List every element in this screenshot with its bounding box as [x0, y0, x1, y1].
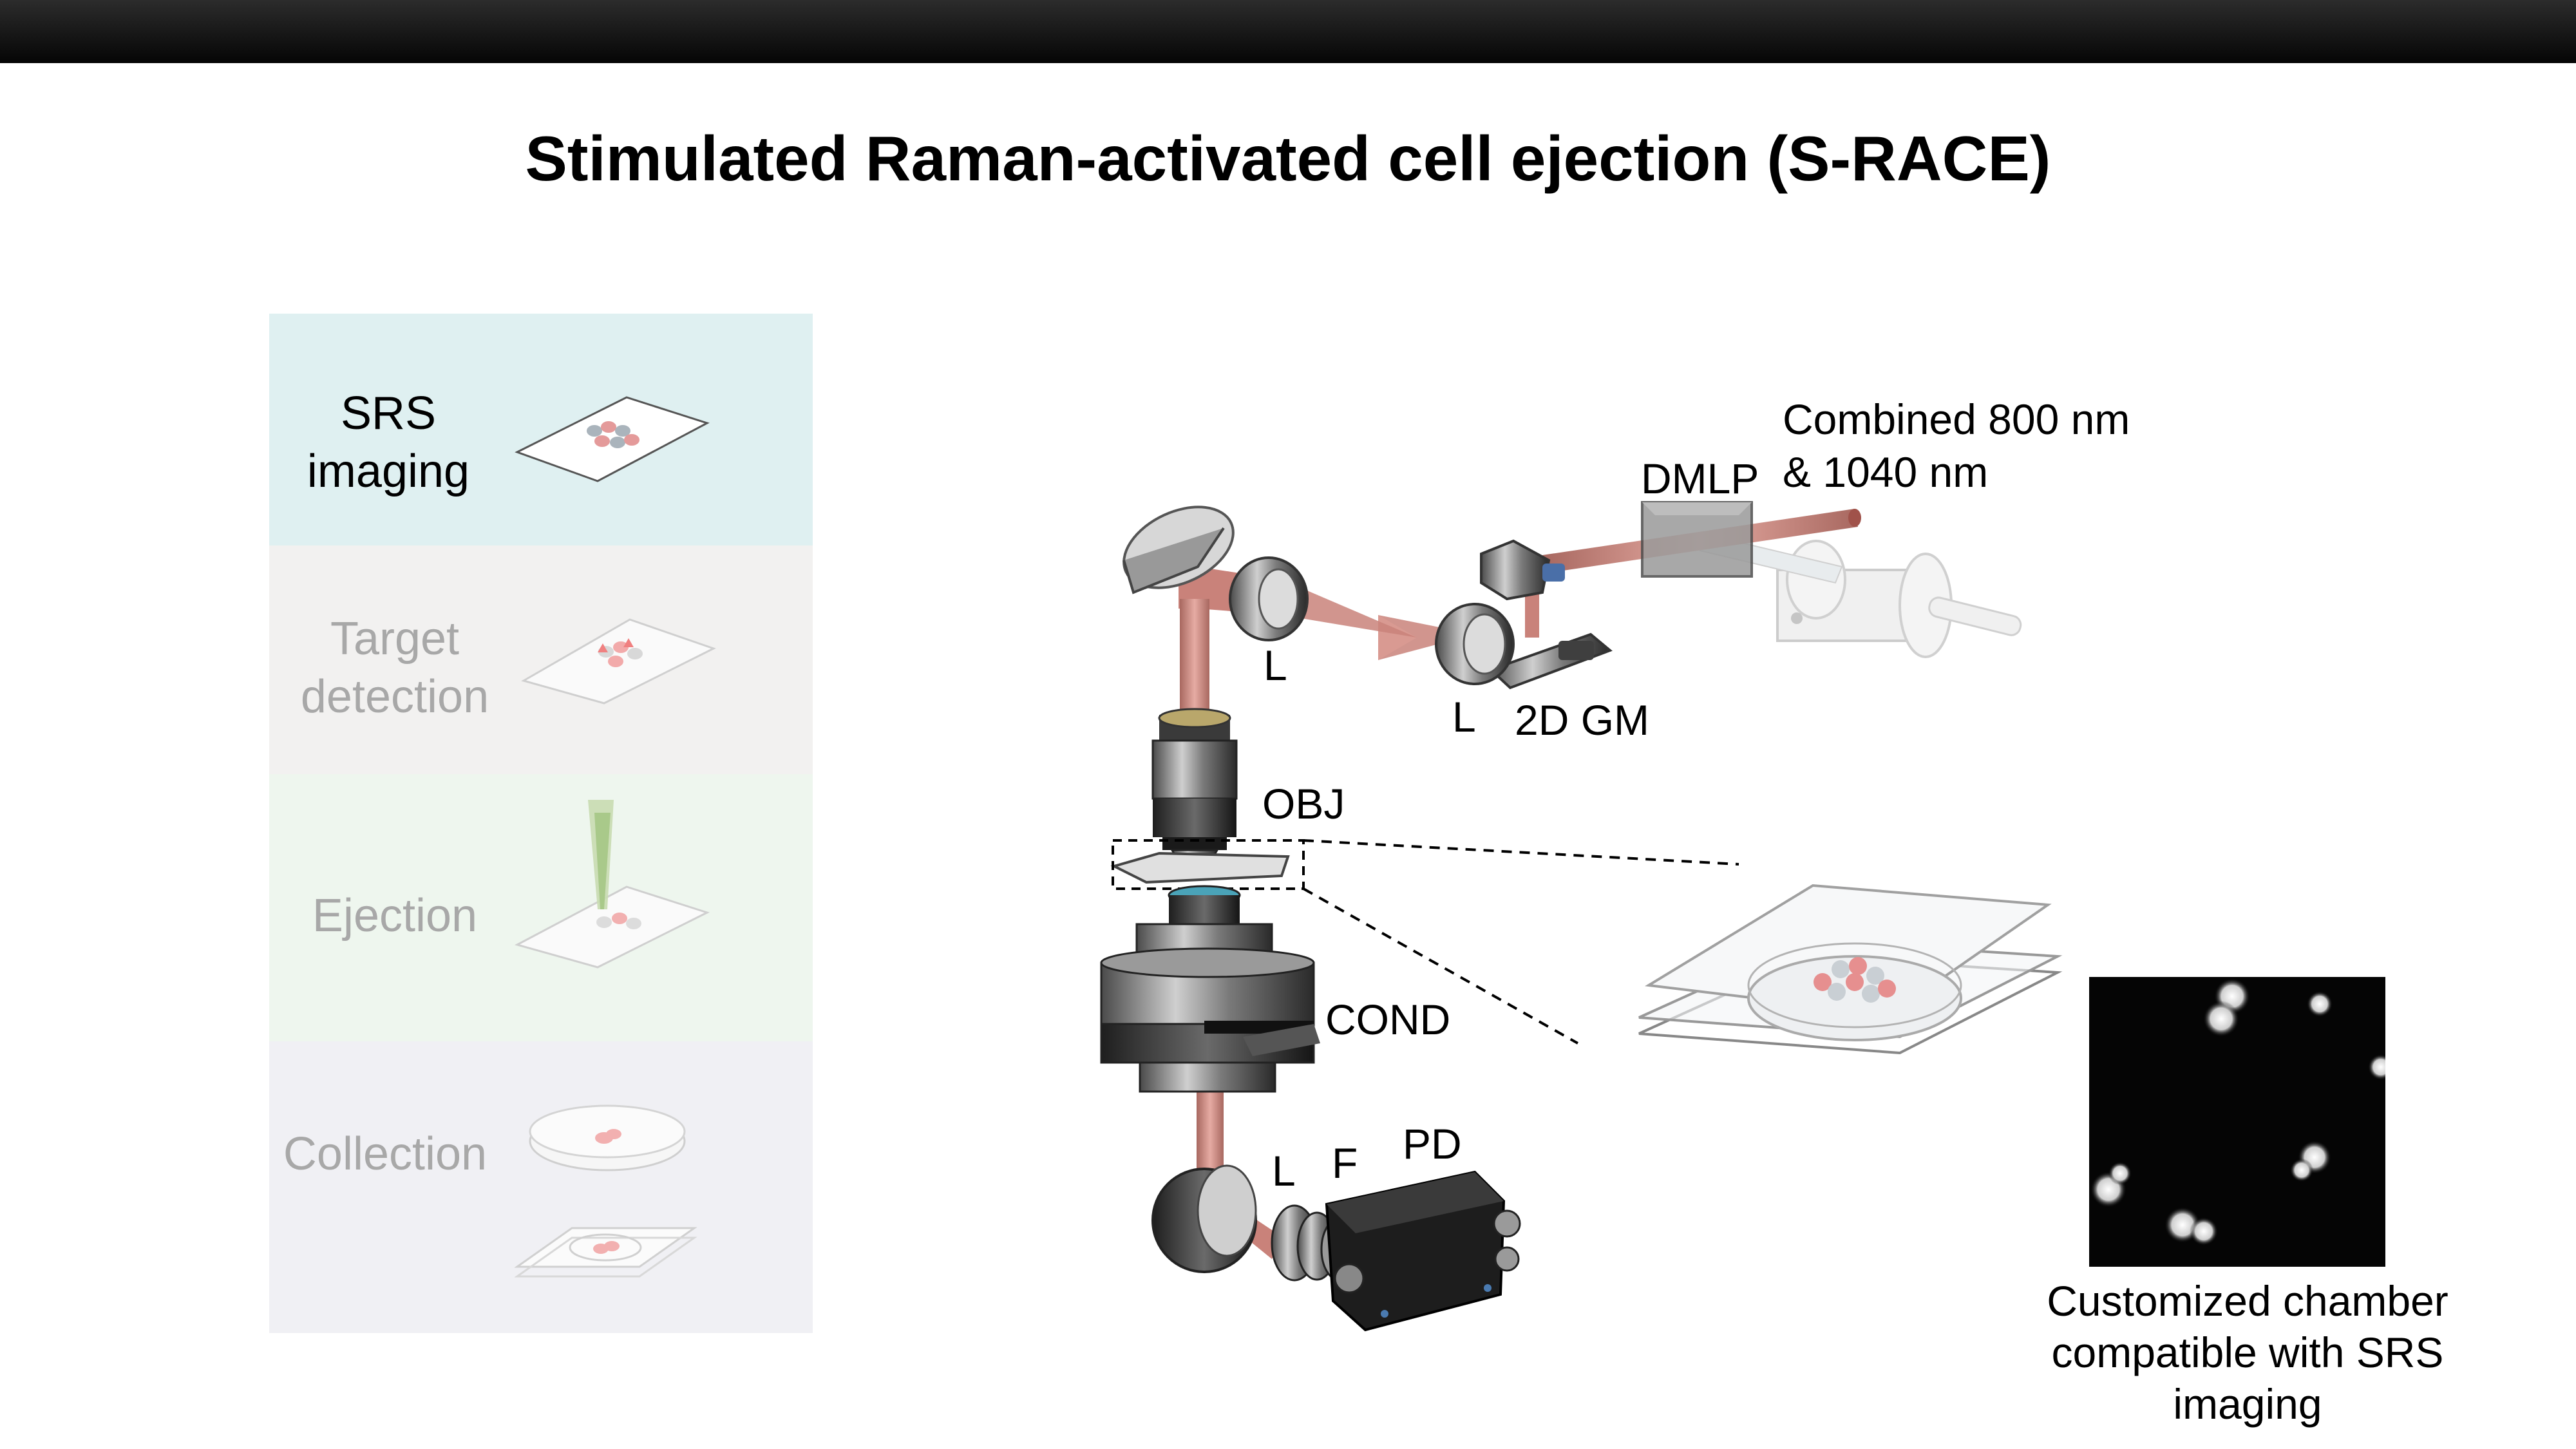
galvo-label: 2D GM [1515, 696, 1650, 744]
ejection-slide-icon [514, 800, 710, 969]
target-slide-icon [521, 618, 716, 705]
step-ejection-label: Ejection [312, 890, 478, 942]
lens-2 [1435, 603, 1515, 685]
dmlp-dichroic [1641, 501, 1753, 578]
lens-1 [1229, 556, 1309, 641]
step-ejection: Ejection [269, 774, 813, 1041]
objective-lens [1151, 708, 1238, 874]
step-collection: Collection [269, 1041, 813, 1333]
periscope-mirror [1122, 506, 1235, 594]
filter-label: F [1332, 1139, 1358, 1187]
lens-3-label: L [1272, 1147, 1296, 1195]
galvo-mirrors [1480, 539, 1613, 690]
lower-mirror [1151, 1164, 1257, 1273]
photodiode-label: PD [1403, 1120, 1462, 1168]
srs-slide-icon [515, 396, 710, 482]
srs-micrograph [2089, 977, 2385, 1267]
dmlp-label: DMLP [1641, 455, 1759, 502]
source-label: Combined 800 nm & 1040 nm [1783, 395, 2130, 496]
step-srs-imaging-label: SRS imaging [307, 388, 470, 497]
chamber-zoom [1638, 884, 2063, 1055]
step-target-detection: Target detection [269, 545, 813, 774]
slide-title: Stimulated Raman-activated cell ejection… [525, 123, 2051, 194]
sample-stage [1110, 839, 1305, 890]
chamber-caption: Customized chamber compatible with SRS i… [2047, 1277, 2448, 1428]
step-target-detection-label: Target detection [300, 613, 489, 723]
lens-1-label: L [1264, 641, 1287, 689]
photodiode [1325, 1170, 1521, 1332]
condenser-label: COND [1325, 996, 1451, 1043]
collection-dish-icon [514, 1104, 697, 1278]
step-collection-label: Collection [283, 1128, 488, 1180]
zoom-lines [1303, 839, 1739, 1045]
laser-source [1776, 540, 2022, 658]
lens-2-label: L [1452, 693, 1476, 741]
step-srs-imaging: SRS imaging [269, 314, 813, 545]
objective-label: OBJ [1262, 780, 1345, 828]
condenser [1100, 885, 1320, 1093]
top-bar [0, 0, 2576, 63]
beam-tip [1848, 509, 1861, 527]
